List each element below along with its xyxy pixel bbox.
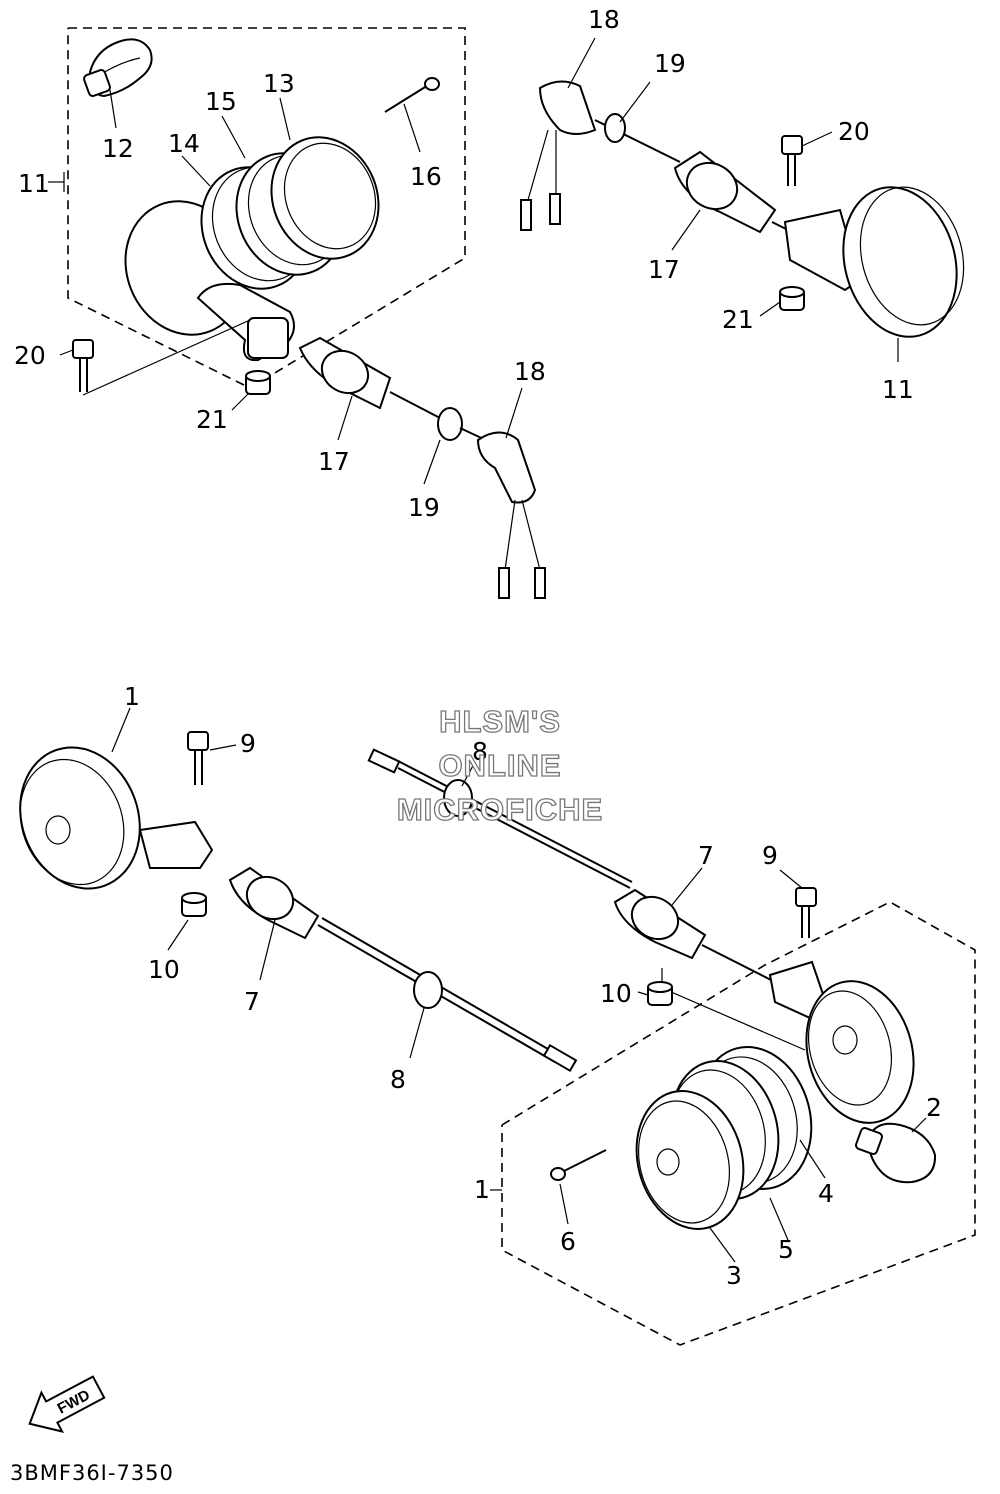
grommet-8-right: [443, 779, 473, 817]
callout-21-left: 21: [196, 405, 228, 434]
nut-10-left: [181, 892, 207, 917]
grommet-19-left: [437, 407, 463, 441]
callout-16: 16: [410, 162, 442, 191]
leader-lines: [48, 37, 927, 1263]
connector-18-right: [520, 80, 597, 231]
callout-labels: 11 12 13 14 15 16 20 21 17 18 19 18 19 2…: [14, 5, 942, 1290]
callout-11-right: 11: [882, 375, 914, 404]
nut-21-left: [245, 370, 271, 395]
housing-13: [270, 136, 380, 260]
callout-8-bottom: 8: [390, 1065, 406, 1094]
callout-19-left: 19: [408, 493, 440, 522]
stem-bracket-bottom-left: [138, 820, 214, 869]
flasher-assembly-top-right: [520, 80, 965, 338]
bolt-20-left: [72, 319, 251, 396]
callout-5: 5: [778, 1235, 794, 1264]
socket-17-left: [298, 336, 491, 443]
callout-4: 4: [818, 1179, 834, 1208]
screw-6: [550, 1149, 607, 1181]
callout-20-right: 20: [838, 117, 870, 146]
lens-right-top: [842, 186, 965, 338]
callout-14: 14: [168, 129, 200, 158]
callout-1-right: 1: [474, 1175, 490, 1204]
flasher-assembly-top-left: [67, 27, 546, 599]
lens-1-left: [19, 746, 141, 890]
callout-15: 15: [205, 87, 237, 116]
callout-10-left: 10: [148, 955, 180, 984]
bolt-9-left: [187, 731, 209, 785]
callout-6: 6: [560, 1227, 576, 1256]
flasher-assembly-bottom-right: [367, 748, 976, 1346]
watermark-line-1: HLSM'S: [439, 704, 561, 739]
callout-11-left: 11: [18, 169, 50, 198]
watermark: HLSM'S ONLINE MICROFICHE: [396, 703, 603, 827]
callout-18-right: 18: [588, 5, 620, 34]
watermark-line-3: MICROFICHE: [397, 792, 603, 827]
callout-3: 3: [726, 1261, 742, 1290]
drawing-code: 3BMF36I-7350: [10, 1461, 174, 1485]
socket-7-left: [228, 866, 320, 940]
callout-8-top: 8: [472, 737, 488, 766]
nut-21-right: [779, 286, 805, 311]
callout-9-left: 9: [240, 729, 256, 758]
lens-3: [635, 1090, 745, 1230]
callout-18-left: 18: [514, 357, 546, 386]
callout-9-right: 9: [762, 841, 778, 870]
bulb-12: [83, 38, 153, 98]
terminal-left: [542, 1043, 578, 1073]
nut-10-right: [647, 981, 673, 1006]
callout-1-left: 1: [124, 682, 140, 711]
grommet-19-right: [604, 113, 626, 143]
grommet-8-left: [413, 971, 443, 1009]
callout-2: 2: [926, 1093, 942, 1122]
flasher-assembly-bottom-left: [19, 731, 578, 1073]
callout-21-right: 21: [722, 305, 754, 334]
callout-17-left: 17: [318, 447, 350, 476]
bolt-20-right: [781, 135, 803, 186]
screw-16: [384, 77, 440, 113]
callout-20-left: 20: [14, 341, 46, 370]
socket-17-right: [673, 150, 777, 234]
callout-13: 13: [263, 69, 295, 98]
bulb-2: [855, 1122, 937, 1184]
socket-7-right: [613, 888, 707, 960]
group-outline-11-left: [67, 27, 466, 389]
watermark-line-2: ONLINE: [438, 748, 561, 783]
group-outline-1-right: [501, 901, 976, 1346]
callout-12: 12: [102, 134, 134, 163]
callout-7-right: 7: [698, 841, 714, 870]
callout-7-left: 7: [244, 987, 260, 1016]
connector-18-left: [476, 431, 546, 599]
housing-right-bottom: [805, 980, 915, 1124]
bolt-9-right: [795, 887, 817, 938]
callout-17-right: 17: [648, 255, 680, 284]
callout-19-right: 19: [654, 49, 686, 78]
fwd-arrow-icon: FWD: [28, 1375, 106, 1433]
terminal-right: [367, 748, 401, 774]
callout-10-right: 10: [600, 979, 632, 1008]
